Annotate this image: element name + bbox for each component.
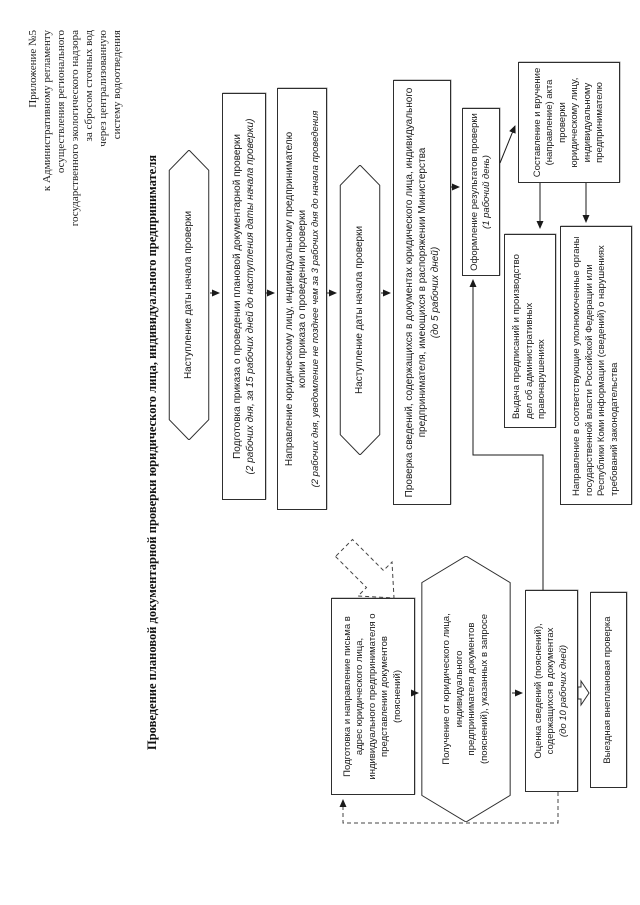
flow-node-start-event-2: Наступление даты начала проверки [339, 165, 381, 455]
flow-node-line: (пояснений) [391, 669, 403, 724]
flow-node-line: государственной власти Российской Федера… [583, 264, 595, 496]
flow-node-start-event-1: Наступление даты начала проверки [168, 150, 210, 440]
flow-node-line: предпринимателю [594, 82, 605, 163]
flow-node-line: Подготовка приказа о проведении плановой… [232, 134, 243, 459]
header-line: к Административному регламенту [41, 30, 53, 192]
block-arrow-to-request-letter [334, 538, 395, 599]
flow-node-line: юридическому лицу, [569, 77, 580, 168]
flow-node-line: проверки [556, 102, 568, 143]
flow-node-line-italic: (до 5 рабочих дней) [429, 246, 441, 339]
flow-node-line: содержащихся в документах [545, 627, 557, 755]
header-line: осуществления регионального [55, 30, 67, 174]
flow-node-line: предпринимателя документов [466, 622, 477, 756]
flow-node-line-italic: (2 рабочих дня, уведомление не позднее ч… [309, 110, 321, 488]
flow-node-register-results: Оформление результатов проверки (1 рабоч… [462, 108, 500, 276]
flow-node-line: дел об административных [523, 302, 535, 419]
flow-node-draw-up-act: Составление и вручение (направление) акт… [518, 62, 620, 183]
flow-node-line: Выездная внеплановая проверка [602, 616, 614, 764]
page-title: Проведение плановой документарной провер… [145, 154, 159, 751]
flow-node-label: Наступление даты начала проверки [182, 210, 194, 380]
hexagon-shape [339, 165, 381, 455]
flow-node-line: копии приказа о проведении проверки [296, 209, 308, 389]
flow-node-notify-authorities: Направление в соответствующие уполномоче… [560, 226, 632, 505]
document-header: Приложение №5 к Административному реглам… [26, 30, 124, 360]
header-line: Приложение №5 [27, 30, 39, 108]
flow-node-line: индивидуальному [581, 82, 593, 163]
flow-node-line: Составление и вручение [531, 67, 543, 178]
flow-node-request-letter: Подготовка и направление письма в адрес … [331, 598, 415, 795]
flow-node-line: предпринимателя, имеющихся в распоряжени… [416, 147, 428, 438]
flow-node-line: правонарушениях [536, 339, 548, 419]
flow-node-evaluate-info: Оценка сведений (пояснений), содержащихс… [525, 590, 578, 792]
flow-node-label: Получение от юридического лица, индивиду… [441, 599, 491, 778]
hexagon-shape [168, 150, 210, 440]
flow-node-line: Проверка сведений, содержащихся в докуме… [403, 87, 415, 498]
flow-node-line: (направление) акта [544, 79, 555, 166]
header-line: за сбросом сточных вод [83, 30, 95, 142]
flow-node-line: Республики Коми информации (сведений) о … [596, 245, 607, 496]
flow-node-line: индивидуального предпринимателя о [366, 613, 378, 780]
flow-node-line-italic: (до 10 рабочих дней) [557, 644, 569, 738]
flow-node-send-order-copy: Направление юридическому лицу, индивидуа… [277, 88, 327, 510]
flow-node-line: Оформление результатов проверки [468, 113, 480, 271]
flow-node-line-italic: (2 рабочих дня, за 15 рабочих дней до на… [245, 118, 256, 475]
flow-node-receive-documents: Получение от юридического лица, индивиду… [420, 556, 512, 822]
connector-results-to-act [499, 125, 516, 164]
block-arrow-evaluate-to-onsite [577, 679, 590, 707]
flow-node-check-documents: Проверка сведений, содержащихся в докуме… [393, 80, 451, 505]
header-line: систему водоотведения [111, 30, 123, 140]
flow-node-line: Выдача предписаний и производство [511, 254, 523, 419]
flow-node-line: Подготовка и направление письма в [341, 616, 353, 777]
flow-node-onsite-inspection: Выездная внеплановая проверка [590, 592, 627, 788]
flow-node-line: Направление в соответствующие уполномоче… [571, 236, 582, 496]
flow-node-line: требований законодательства [608, 362, 620, 496]
header-line: через централизованную [97, 30, 109, 147]
flow-node-line: индивидуального [453, 650, 465, 728]
header-line: государственного экологического надзора [69, 30, 81, 227]
flow-node-line: (пояснений), указанных в запросе [478, 613, 490, 765]
flow-node-line: представлении документов [379, 636, 391, 757]
flow-node-label: Наступление даты начала проверки [353, 225, 365, 395]
flow-node-line-italic: (1 рабочий день) [481, 155, 492, 229]
flow-node-line: Направление юридическому лицу, индивидуа… [283, 131, 295, 467]
flow-node-line: Получение от юридического лица, [441, 613, 452, 765]
flow-node-line: Оценка сведений (пояснений), [532, 623, 544, 759]
flow-node-prescriptions: Выдача предписаний и производство дел об… [504, 234, 556, 428]
flow-node-prepare-order: Подготовка приказа о проведении плановой… [222, 93, 266, 500]
flow-node-line: адрес юридического лица, [354, 637, 366, 756]
